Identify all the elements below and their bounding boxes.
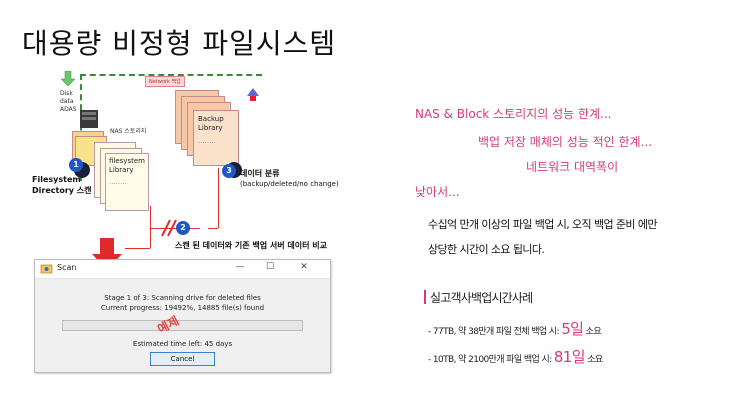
maximize-button[interactable]: ☐ bbox=[265, 262, 275, 272]
step-1-badge: 1 bbox=[69, 158, 83, 172]
case-2-suffix: 소요 bbox=[584, 355, 603, 365]
backup-library-card: Backup Library ........ bbox=[193, 110, 239, 166]
time-left-text: Estimated time left: 45 days bbox=[132, 340, 233, 348]
case-2-prefix: - 10TB, 약 2100만개 파일 백업 시: bbox=[428, 355, 554, 365]
issue-line-1: NAS & Block 스토리지의 성능 한계... bbox=[415, 107, 612, 121]
dialog-titlebar: Scan — ☐ ✕ bbox=[35, 260, 330, 279]
server-labels: Disk data ADAS bbox=[60, 90, 77, 113]
upload-icon bbox=[247, 88, 259, 101]
step-1-caption: Filesystem Directory 스캔 bbox=[32, 175, 92, 195]
red-connector bbox=[125, 248, 150, 249]
red-connector bbox=[208, 228, 218, 229]
filesystem-dots: ........ bbox=[109, 178, 127, 186]
case-1-suffix: 소요 bbox=[583, 327, 602, 337]
case-title: 실고객사백업시간사례 bbox=[430, 291, 533, 305]
green-down-arrow-icon bbox=[60, 71, 76, 87]
backup-dots: ........ bbox=[198, 137, 216, 145]
network-backup-tag: Network 백업 bbox=[145, 76, 185, 87]
minimize-button[interactable]: — bbox=[235, 262, 245, 272]
case-1: - 77TB, 약 38만개 파일 전체 백업 시: 5일 소요 bbox=[428, 318, 602, 339]
case-2: - 10TB, 약 2100만개 파일 백업 시: 81일 소요 bbox=[428, 346, 603, 367]
body-text-1: 수십억 만개 이상의 파일 백업 시, 오직 백업 준비 에만 bbox=[428, 218, 657, 231]
issue-line-3: 네트워크 대역폭이 bbox=[526, 160, 619, 174]
scan-progress-text: Current progress: 19492%, 14885 file(s) … bbox=[100, 304, 265, 312]
cancel-button[interactable]: Cancel bbox=[150, 352, 215, 366]
page-title: 대용량 비정형 파일시스템 bbox=[22, 27, 337, 60]
scan-dialog: Scan — ☐ ✕ Stage 1 of 3: Scanning drive … bbox=[34, 259, 331, 373]
filesystem-library-label: filesystem Library bbox=[109, 157, 145, 174]
scan-progress-bar bbox=[62, 320, 303, 331]
issue-line-4: 낮아서... bbox=[415, 185, 460, 199]
step-3-caption-detail: (backup/deleted/no change) bbox=[240, 180, 339, 188]
example-stamp: 예제 bbox=[155, 313, 182, 337]
case-title-marker bbox=[424, 290, 426, 304]
step-2-badge: 2 bbox=[176, 221, 190, 235]
red-connector bbox=[150, 228, 200, 229]
filesystem-library-card: filesystem Library ........ bbox=[105, 153, 149, 211]
break-slash-icon bbox=[161, 219, 177, 237]
issue-line-2: 백업 저장 매체의 성능 적인 한계... bbox=[478, 135, 653, 149]
backup-library-label: Backup Library bbox=[198, 115, 224, 132]
body-text-2: 상당한 시간이 소요 됩니다. bbox=[428, 243, 545, 256]
scan-stage-text: Stage 1 of 3: Scanning drive for deleted… bbox=[104, 294, 261, 302]
case-1-value: 5일 bbox=[561, 320, 584, 338]
server-icon bbox=[80, 110, 98, 128]
scan-app-icon bbox=[40, 264, 53, 274]
red-connector bbox=[150, 206, 151, 248]
case-1-prefix: - 77TB, 약 38만개 파일 전체 백업 시: bbox=[428, 327, 562, 337]
step-2-caption: 스캔 된 데이터와 기존 백업 서버 데이터 비교 bbox=[175, 241, 327, 250]
step-3-caption-title: 데이터 분류 bbox=[240, 169, 280, 178]
case-2-value: 81일 bbox=[553, 348, 586, 366]
close-button[interactable]: ✕ bbox=[300, 262, 308, 272]
step-3-badge: 3 bbox=[222, 164, 236, 178]
nas-label: NAS 스토리지 bbox=[110, 128, 147, 135]
red-connector bbox=[218, 168, 219, 228]
dialog-title: Scan bbox=[57, 263, 77, 272]
backup-process-diagram: Network 백업 Disk data ADAS NAS 스토리지 files… bbox=[32, 68, 390, 270]
